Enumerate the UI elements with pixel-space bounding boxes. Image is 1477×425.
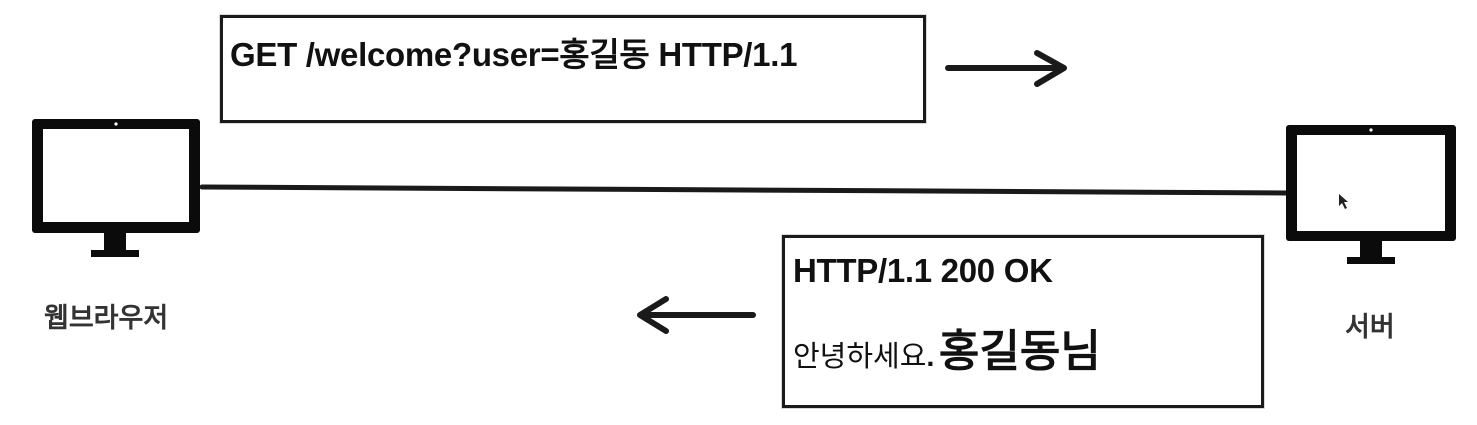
server-label: 서버 [1345, 312, 1395, 342]
response-greeting: 안녕하세요 [793, 341, 927, 373]
request-line: GET /welcome?user=홍길동 HTTP/1.1 [230, 36, 798, 73]
response-punctuation: . [926, 341, 935, 373]
client-label: 웹브라우저 [44, 303, 169, 333]
cursor-icon [1339, 194, 1348, 209]
client-monitor-icon [32, 119, 200, 257]
request-arrow-icon [945, 50, 1067, 87]
connection-line [199, 184, 1289, 196]
response-arrow-icon [637, 296, 756, 334]
response-name: 홍길동님 [938, 327, 1101, 376]
response-status-line: HTTP/1.1 200 OK [793, 252, 1053, 289]
request-message-box [220, 15, 926, 123]
response-message-box [782, 235, 1264, 408]
response-body: 안녕하세요. 홍길동님 [793, 330, 1101, 374]
server-monitor-icon [1286, 125, 1456, 264]
